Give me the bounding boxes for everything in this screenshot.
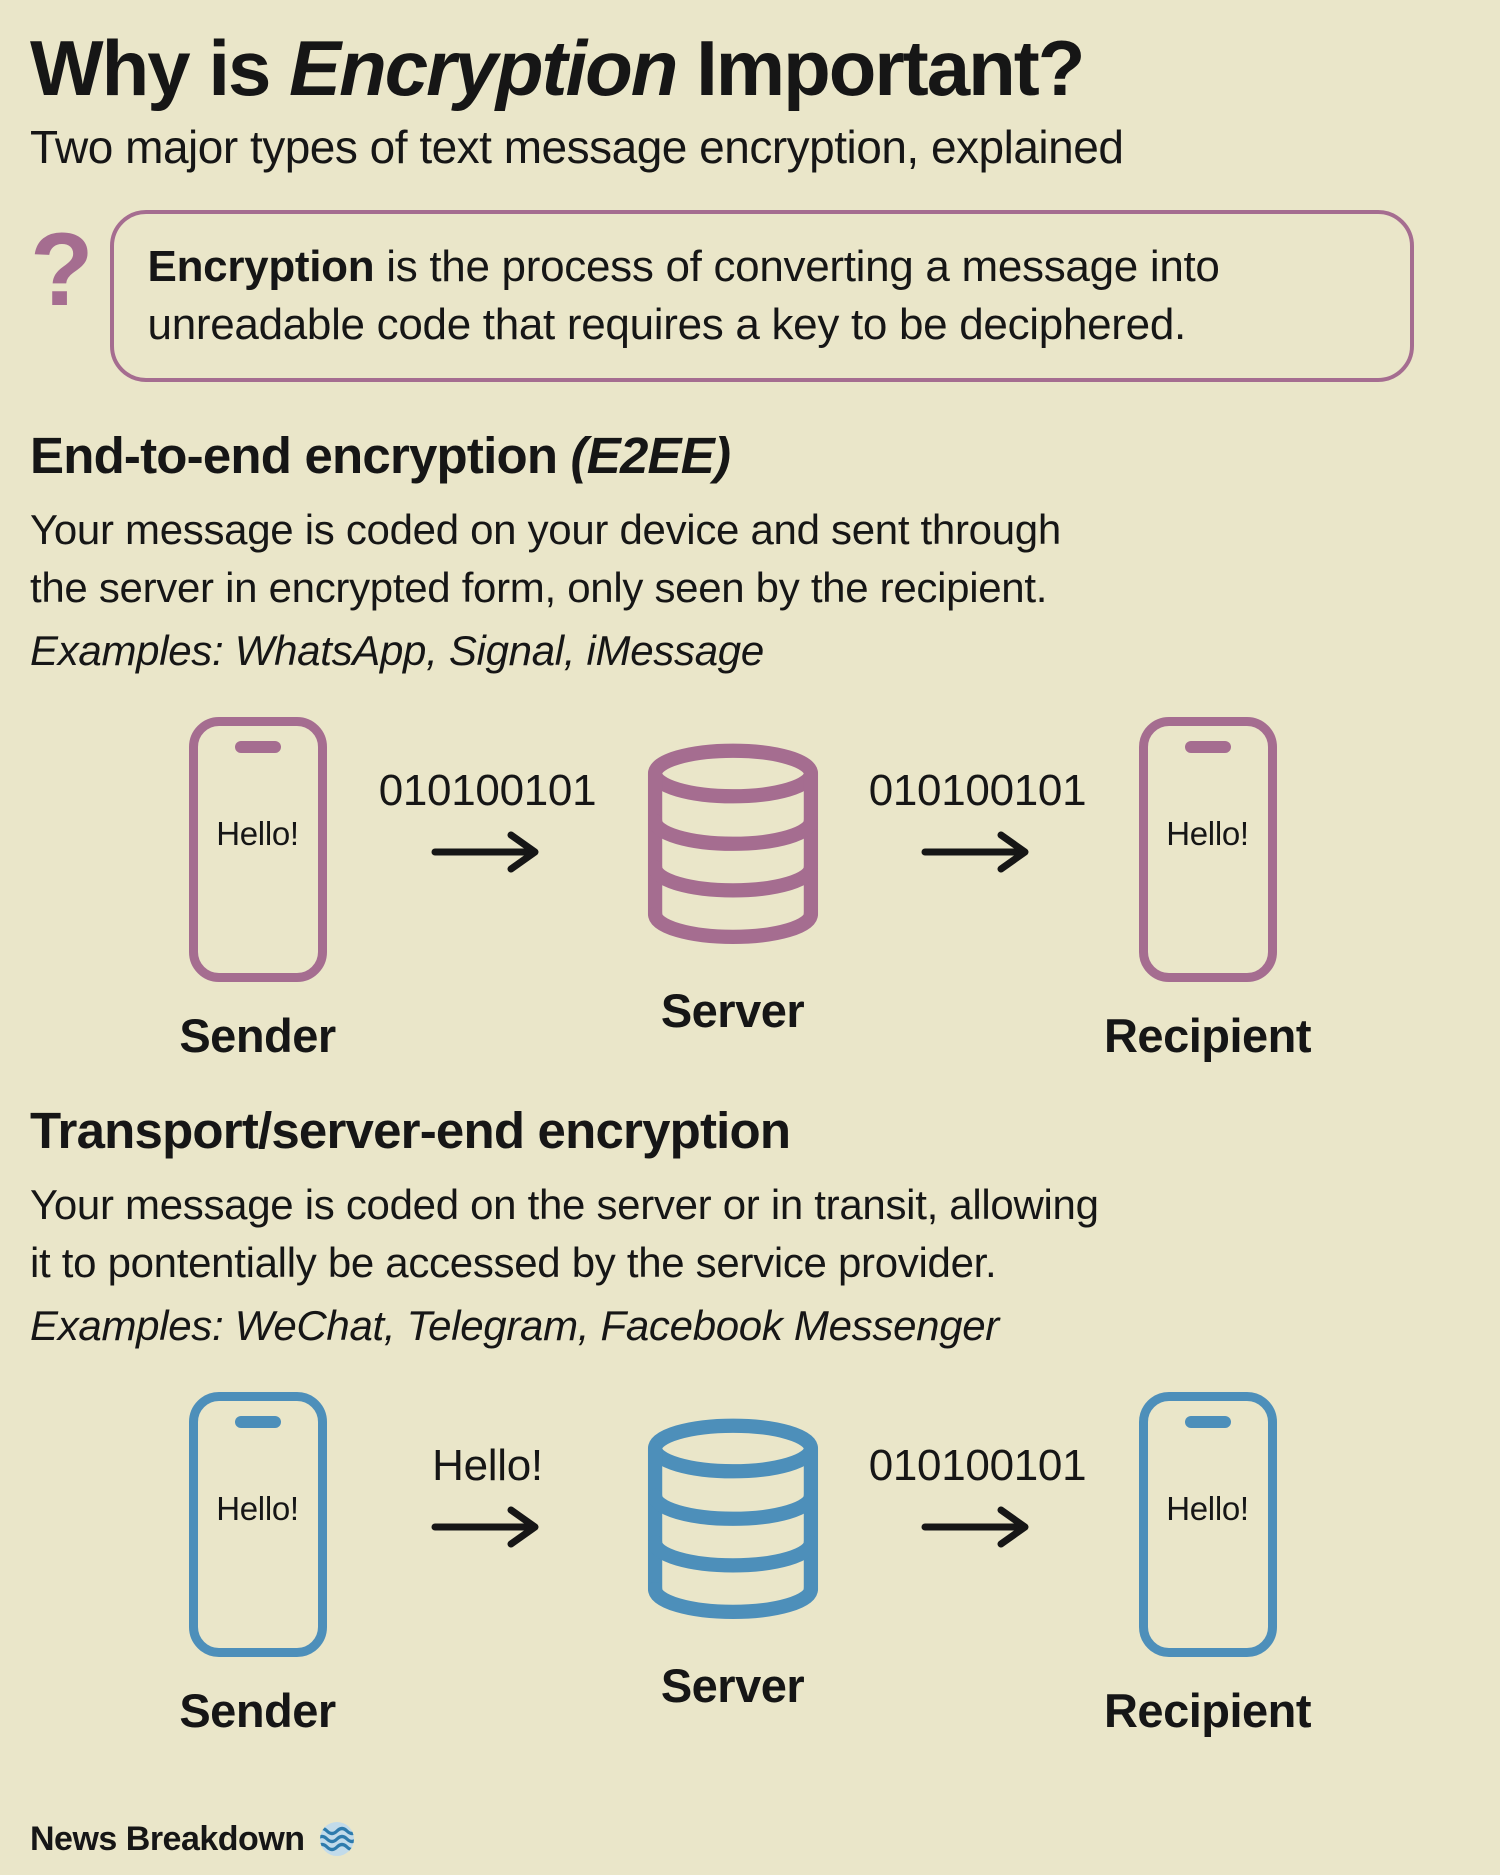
title-emphasis: Encryption — [289, 24, 678, 112]
heading-text: Transport/server-end encryption — [30, 1101, 791, 1159]
section-body-e2ee: Your message is coded on your device and… — [30, 506, 1061, 611]
arrow-right-icon — [921, 1506, 1028, 1548]
recipient-message: Hello! — [1166, 1489, 1249, 1527]
news-breakdown-logo-icon — [319, 1822, 354, 1856]
flow-sender-to-server: Hello! — [373, 1440, 603, 1550]
section-transport: Transport/server-end encryption Your mes… — [30, 1101, 1470, 1738]
section-heading-transport: Transport/server-end encryption — [30, 1101, 1470, 1160]
title-text-prefix: Why is — [30, 24, 290, 112]
footer: News Breakdown — [30, 1817, 359, 1861]
brand-name: News Breakdown — [30, 1819, 305, 1858]
definition-callout: ? Encryption is the process of convertin… — [30, 209, 1414, 383]
sender-message: Hello! — [216, 814, 299, 852]
section-e2ee: End-to-end encryption (E2EE) Your messag… — [30, 426, 1470, 1063]
definition-box: Encryption is the process of converting … — [109, 209, 1414, 383]
sender-phone-icon: Hello! — [188, 716, 327, 982]
section-heading-e2ee: End-to-end encryption (E2EE) — [30, 426, 1470, 485]
question-mark-icon: ? — [30, 211, 94, 328]
page-title: Why is Encryption Important? — [30, 27, 1470, 110]
phone-notch — [1184, 1415, 1231, 1428]
title-text-suffix: Important? — [676, 24, 1085, 112]
recipient-node: Hello! Recipient — [1104, 716, 1312, 1063]
phone-notch — [234, 740, 281, 753]
recipient-phone-icon: Hello! — [1138, 1391, 1277, 1657]
server-database-icon — [647, 743, 818, 944]
server-database-icon — [647, 1418, 818, 1619]
flow-sender-to-server: 010100101 — [373, 765, 603, 875]
page-subtitle: Two major types of text message encrypti… — [30, 120, 1124, 173]
heading-emphasis: (E2EE) — [570, 427, 731, 485]
section-examples-e2ee: Examples: WhatsApp, Signal, iMessage — [30, 626, 764, 674]
flow-label-plaintext: Hello! — [432, 1440, 543, 1490]
definition-body: is the process of converting a message i… — [147, 241, 1220, 349]
flow-label-encrypted: 010100101 — [868, 765, 1087, 815]
server-label: Server — [660, 983, 805, 1037]
flow-server-to-recipient: 010100101 — [863, 1440, 1093, 1550]
recipient-message: Hello! — [1166, 814, 1249, 852]
e2ee-diagram: Hello! Sender 010100101 — [165, 716, 1312, 1063]
definition-text: Encryption is the process of converting … — [148, 238, 1376, 354]
recipient-label: Recipient — [1103, 1683, 1312, 1737]
flow-label-encrypted: 010100101 — [868, 1440, 1087, 1490]
recipient-label: Recipient — [1103, 1008, 1312, 1062]
definition-term: Encryption — [147, 241, 375, 291]
arrow-right-icon — [921, 831, 1028, 873]
transport-diagram: Hello! Sender Hello! Ser — [165, 1391, 1312, 1738]
sender-label: Sender — [179, 1683, 336, 1737]
sender-node: Hello! Sender — [165, 716, 350, 1063]
sender-label: Sender — [179, 1008, 336, 1062]
server-node: Server — [625, 1392, 840, 1713]
sender-message: Hello! — [216, 1489, 299, 1527]
phone-notch — [1184, 740, 1231, 753]
flow-server-to-recipient: 010100101 — [863, 765, 1093, 875]
arrow-right-icon — [431, 1506, 538, 1548]
arrow-right-icon — [431, 831, 538, 873]
section-examples-transport: Examples: WeChat, Telegram, Facebook Mes… — [30, 1301, 999, 1349]
recipient-node: Hello! Recipient — [1104, 1391, 1312, 1738]
server-label: Server — [660, 1658, 805, 1712]
heading-text: End-to-end encryption — [30, 427, 571, 485]
section-body-transport: Your message is coded on the server or i… — [30, 1180, 1099, 1286]
sender-phone-icon: Hello! — [188, 1391, 327, 1657]
recipient-phone-icon: Hello! — [1138, 716, 1277, 982]
phone-notch — [234, 1415, 281, 1428]
server-node: Server — [625, 717, 840, 1038]
flow-label-encrypted: 010100101 — [378, 765, 597, 815]
sender-node: Hello! Sender — [165, 1391, 350, 1738]
